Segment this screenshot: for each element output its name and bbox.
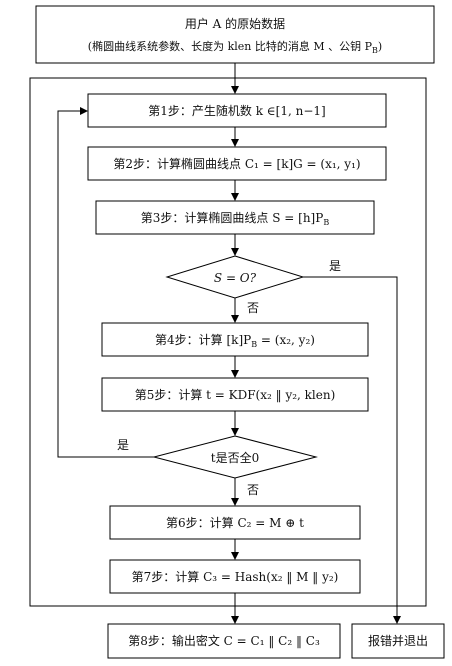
step4-box xyxy=(101,322,369,357)
decision2-yes-label: 是 xyxy=(117,438,129,452)
decision1-label: S = O? xyxy=(214,271,257,285)
step3-label: 第3步：计算椭圆曲线点 S = [h]PB xyxy=(141,210,330,227)
step8-box xyxy=(107,623,341,659)
input-title: 用户 A 的原始数据 xyxy=(185,16,285,31)
step2-box xyxy=(87,146,387,181)
step2-label: 第2步：计算椭圆曲线点 C₁ = [k]G = (x₁, y₁) xyxy=(113,156,360,171)
step6-label: 第6步：计算 C₂ = M ⊕ t xyxy=(166,515,304,530)
step4-label: 第4步：计算 [k]PB = (x₂, y₂) xyxy=(155,332,315,349)
input-box xyxy=(35,5,435,64)
decision1-no-label: 否 xyxy=(247,301,259,315)
decision2-no-label: 否 xyxy=(247,483,259,497)
step5-label: 第5步：计算 t = KDF(x₂ ‖ y₂, klen) xyxy=(135,387,336,402)
arrow-decision1-yes xyxy=(303,276,401,624)
input-subtitle: (椭圆曲线系统参数、长度为 klen 比特的消息 M 、公钥 PB) xyxy=(88,39,382,55)
step7-label: 第7步：计算 C₃ = Hash(x₂ ‖ M ‖ y₂) xyxy=(132,569,339,584)
step8-label: 第8步：输出密文 C = C₁ ‖ C₂ ‖ C₃ xyxy=(128,633,320,648)
error-label: 报错并退出 xyxy=(368,633,428,648)
error-box xyxy=(351,623,445,659)
step5-box xyxy=(101,377,369,412)
arrow-decision2-yes-loop xyxy=(57,107,154,458)
step7-box xyxy=(109,559,361,594)
decision2-label: t是否全0 xyxy=(211,450,259,465)
step1-box xyxy=(87,93,387,128)
step1-label: 第1步：产生随机数 k ∈[1, n−1] xyxy=(148,103,325,118)
outer-frame xyxy=(29,77,427,607)
decision1-yes-label: 是 xyxy=(329,259,341,273)
